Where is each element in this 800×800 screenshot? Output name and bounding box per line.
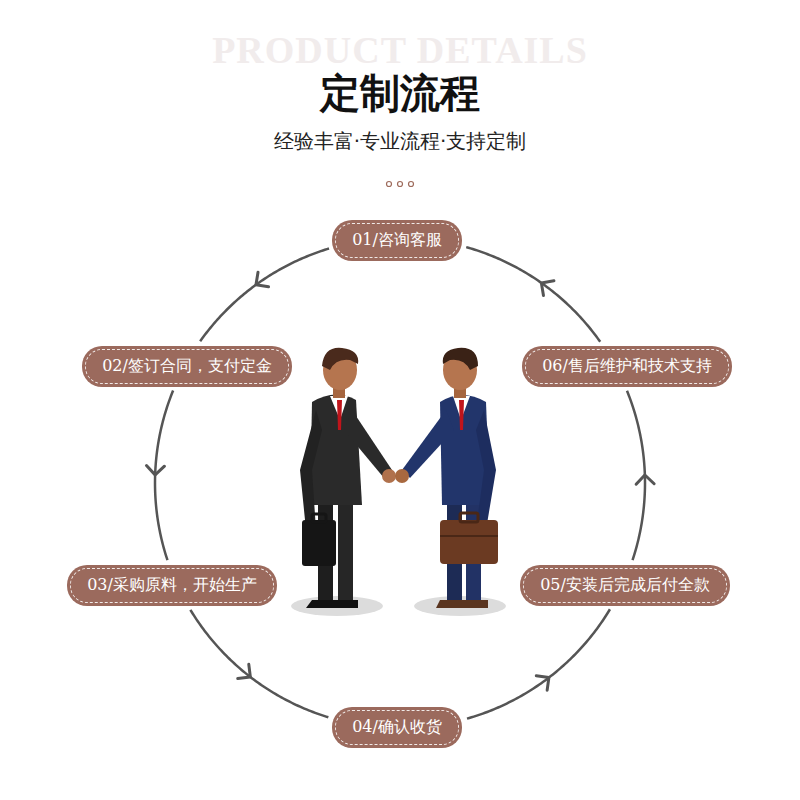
step-label: 04/确认收货 <box>335 710 459 745</box>
step-label: 01/咨询客服 <box>335 223 459 258</box>
arrow-chevron <box>636 475 654 484</box>
subtitle-text: 经验丰富·专业流程·支持定制 <box>0 128 800 155</box>
arrow-chevron <box>146 466 164 475</box>
connector-arc <box>200 249 329 342</box>
arrow-chevron <box>238 664 251 678</box>
connector-arc <box>466 247 600 342</box>
businessman-left <box>300 348 396 608</box>
connector-arc <box>155 391 173 561</box>
arrow-chevron <box>536 676 549 690</box>
businessman-right <box>395 348 498 608</box>
connector-arc <box>627 391 645 560</box>
step-pill: 01/咨询客服 <box>332 220 462 261</box>
step-label: 02/签订合同，支付定金 <box>85 349 289 384</box>
title-text: 定制流程 <box>0 66 800 121</box>
decor-dots <box>387 182 414 187</box>
cycle-connector <box>466 247 600 342</box>
cycle-connector <box>146 391 173 561</box>
arrow-chevron <box>541 281 554 296</box>
connector-arc <box>190 610 328 718</box>
connector-arc <box>467 609 610 718</box>
step-pill: 05/安装后完成后付全款 <box>520 565 730 606</box>
step-label: 06/售后维护和技术支持 <box>525 349 729 384</box>
cycle-connector <box>200 249 329 342</box>
step-label: 03/采购原料，开始生产 <box>70 568 274 603</box>
cycle-connector <box>467 609 610 718</box>
step-pill: 03/采购原料，开始生产 <box>67 565 277 606</box>
step-pill: 04/确认收货 <box>332 707 462 748</box>
watermark-text: PRODUCT DETAILS <box>0 28 800 72</box>
step-label: 05/安装后完成后付全款 <box>523 568 727 603</box>
arrow-chevron <box>256 272 269 287</box>
step-pill: 06/售后维护和技术支持 <box>522 346 732 387</box>
step-pill: 02/签订合同，支付定金 <box>82 346 292 387</box>
cycle-connector <box>190 610 328 718</box>
cycle-connector <box>627 391 654 560</box>
